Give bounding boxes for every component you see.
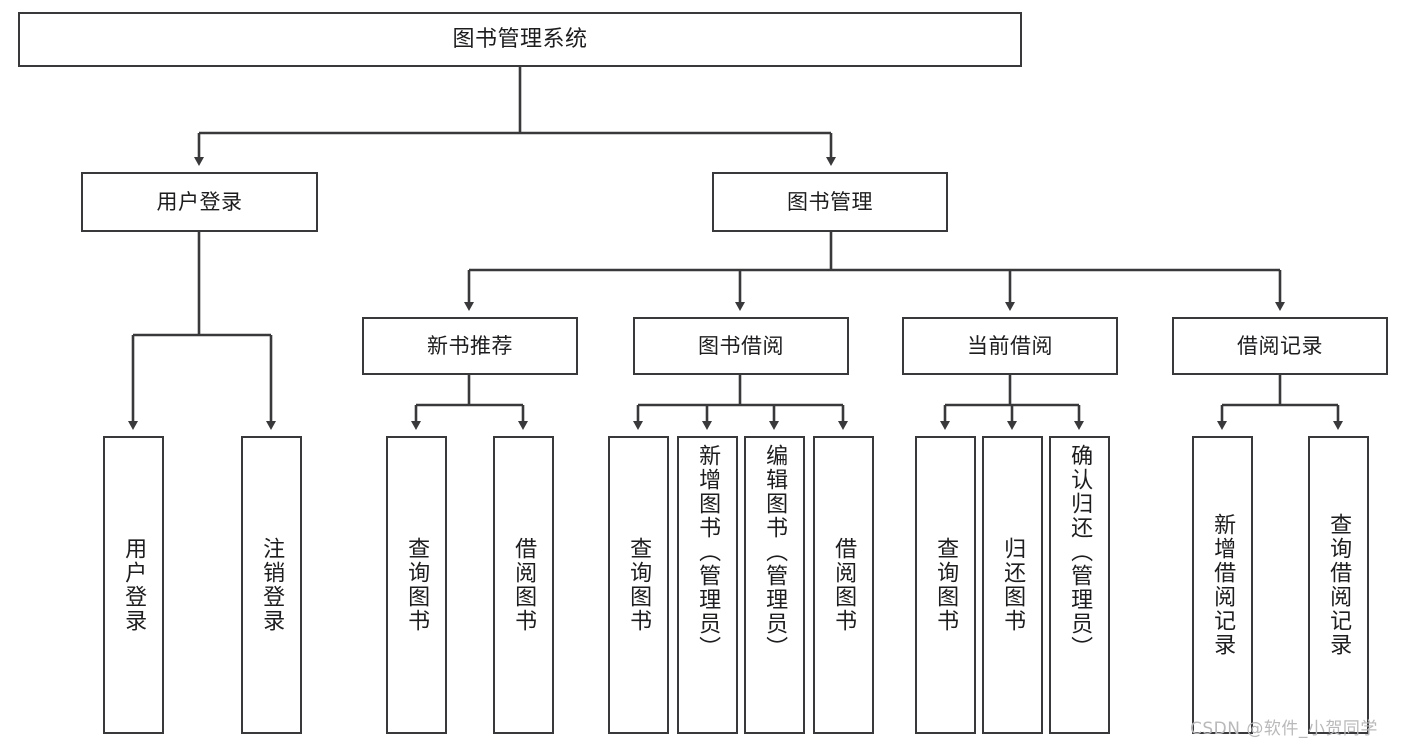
node-leaf-user-login-label: 用户登录: [121, 537, 147, 633]
node-leaf-confirm-return-admin-label: 确认归还（管理员）: [1067, 444, 1093, 660]
csdn-watermark: CSDN @软件_小贺同学: [1190, 719, 1378, 739]
node-book-management-label: 图书管理: [787, 189, 873, 214]
node-borrow-record-label: 借阅记录: [1237, 333, 1323, 358]
node-leaf-query-book-3-label: 查询图书: [933, 537, 959, 633]
node-leaf-return-book-label: 归还图书: [1000, 537, 1026, 633]
node-leaf-query-borrow-record[interactable]: 查询借阅记录: [1308, 436, 1369, 734]
node-leaf-return-book[interactable]: 归还图书: [982, 436, 1043, 734]
node-leaf-borrow-book-1-label: 借阅图书: [511, 537, 537, 633]
node-leaf-confirm-return-admin[interactable]: 确认归还（管理员）: [1049, 436, 1110, 734]
node-leaf-query-book-3[interactable]: 查询图书: [915, 436, 976, 734]
node-leaf-query-book-1[interactable]: 查询图书: [386, 436, 447, 734]
node-leaf-user-login[interactable]: 用户登录: [103, 436, 164, 734]
node-leaf-query-book-2-label: 查询图书: [626, 537, 652, 633]
node-leaf-edit-book-admin-label: 编辑图书（管理员）: [762, 444, 788, 660]
node-new-book-recommend[interactable]: 新书推荐: [362, 317, 578, 375]
node-book-borrow-label: 图书借阅: [698, 333, 784, 358]
node-user-login-label: 用户登录: [156, 189, 243, 214]
node-root-label: 图书管理系统: [452, 26, 588, 52]
node-book-management[interactable]: 图书管理: [712, 172, 948, 232]
node-leaf-add-book-admin[interactable]: 新增图书（管理员）: [677, 436, 738, 734]
node-leaf-borrow-book-2[interactable]: 借阅图书: [813, 436, 874, 734]
node-leaf-logout-login[interactable]: 注销登录: [241, 436, 302, 734]
node-current-borrow[interactable]: 当前借阅: [902, 317, 1118, 375]
node-book-borrow[interactable]: 图书借阅: [633, 317, 849, 375]
node-leaf-add-book-admin-label: 新增图书（管理员）: [695, 444, 721, 660]
node-leaf-query-borrow-record-label: 查询借阅记录: [1326, 513, 1352, 657]
node-root[interactable]: 图书管理系统: [18, 12, 1022, 67]
node-leaf-query-book-1-label: 查询图书: [404, 537, 430, 633]
node-current-borrow-label: 当前借阅: [967, 333, 1053, 358]
node-leaf-borrow-book-1[interactable]: 借阅图书: [493, 436, 554, 734]
node-leaf-edit-book-admin[interactable]: 编辑图书（管理员）: [744, 436, 805, 734]
node-leaf-add-borrow-record-label: 新增借阅记录: [1210, 513, 1236, 657]
node-user-login[interactable]: 用户登录: [81, 172, 318, 232]
node-leaf-logout-login-label: 注销登录: [259, 537, 285, 633]
node-new-book-recommend-label: 新书推荐: [427, 333, 513, 358]
node-leaf-query-book-2[interactable]: 查询图书: [608, 436, 669, 734]
node-leaf-add-borrow-record[interactable]: 新增借阅记录: [1192, 436, 1253, 734]
node-leaf-borrow-book-2-label: 借阅图书: [831, 537, 857, 633]
node-borrow-record[interactable]: 借阅记录: [1172, 317, 1388, 375]
